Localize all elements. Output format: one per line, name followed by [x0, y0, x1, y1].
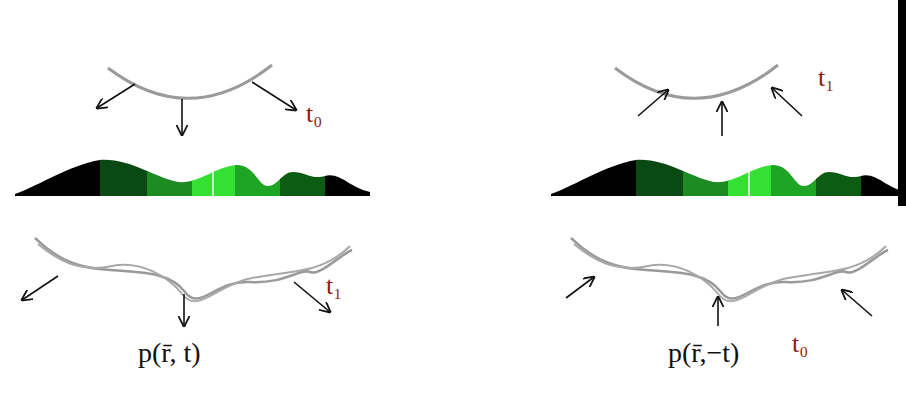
wave-arrow	[252, 82, 296, 110]
time-label: t₀	[792, 330, 808, 359]
wave-arrow	[842, 290, 872, 316]
wave-arrow	[566, 277, 594, 298]
source-wavefront	[108, 65, 272, 98]
time-label: t₁	[818, 64, 834, 93]
wave-arrow	[97, 84, 135, 108]
wave-arrow	[721, 102, 723, 136]
wave-arrow	[638, 90, 668, 116]
wave-arrow	[183, 294, 185, 326]
heterogeneous-medium	[551, 150, 906, 200]
focused-wavefront	[615, 65, 778, 98]
pressure-field-label: p(r̄, t)	[138, 338, 201, 369]
time-label: t₁	[326, 272, 342, 301]
wave-arrow	[772, 88, 802, 116]
wave-arrow	[181, 99, 183, 135]
pressure-field-label: p(r̄,−t)	[668, 338, 739, 369]
time-label: t₀	[306, 100, 322, 129]
reversed-wavefront	[571, 238, 888, 301]
wave-arrow	[294, 282, 330, 312]
heterogeneous-medium	[15, 150, 371, 200]
mirror-edge	[898, 0, 906, 206]
wave-arrow	[717, 297, 719, 326]
wave-arrow	[22, 276, 58, 300]
